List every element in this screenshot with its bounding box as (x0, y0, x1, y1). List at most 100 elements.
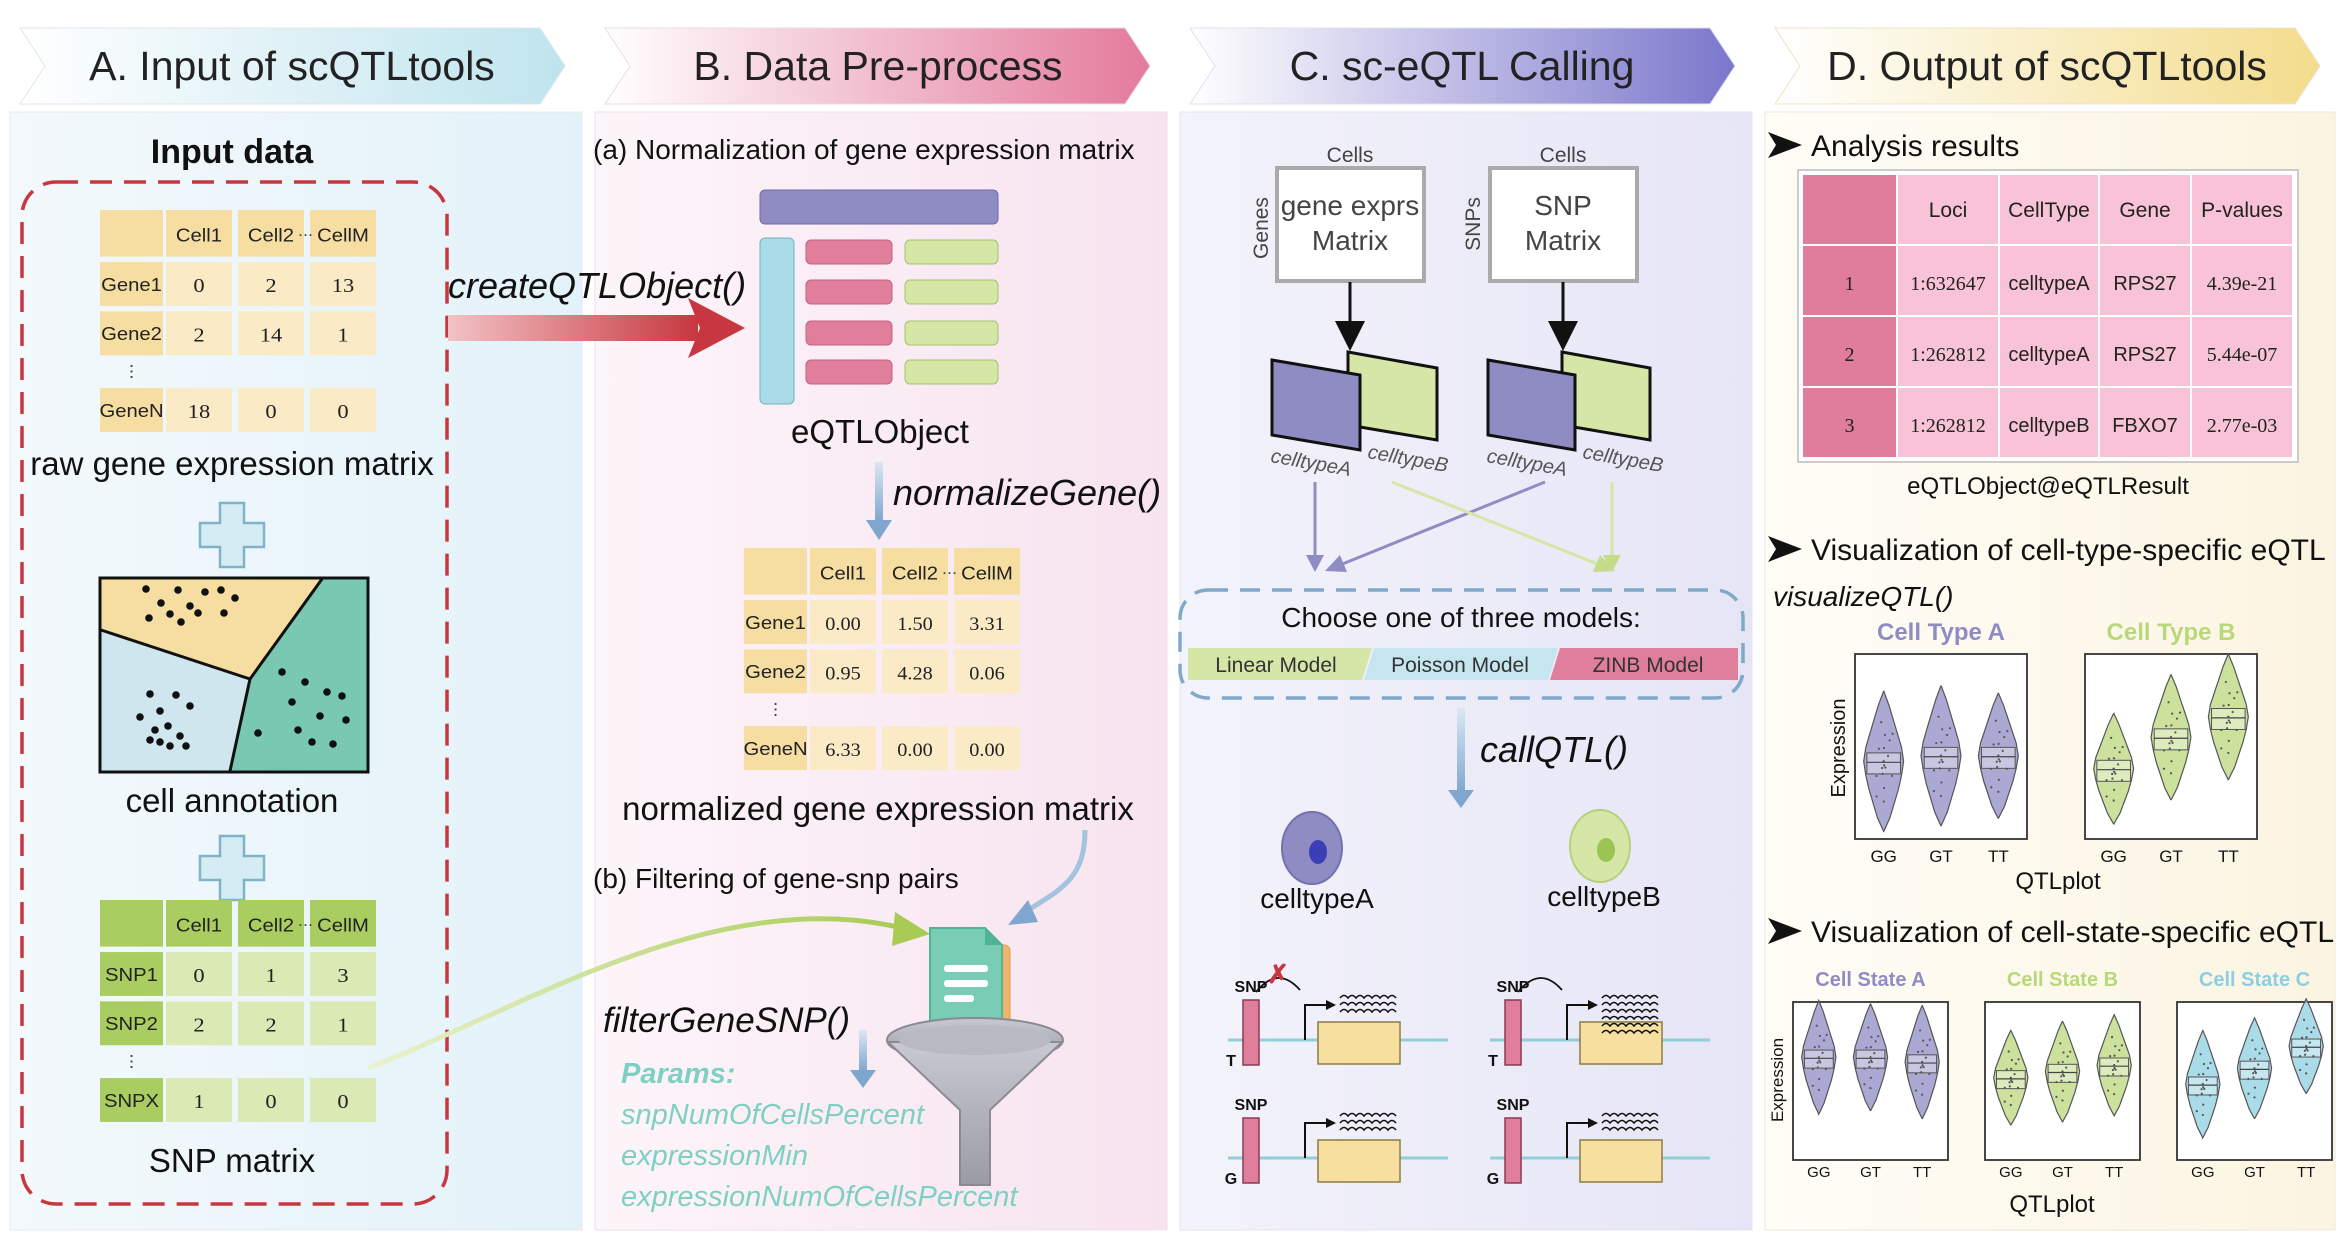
param-1: snpNumOfCellsPercent (621, 1099, 926, 1131)
allele-text: T (1488, 1053, 1498, 1070)
matrix-corner (100, 210, 163, 257)
matrix-value: 1.50 (897, 615, 932, 635)
violin-point (2305, 1063, 2308, 1066)
matrix-value: 1 (193, 1090, 204, 1113)
table-cell (2000, 317, 2098, 386)
cell-dot (142, 585, 150, 593)
matrix-value: 0 (265, 400, 276, 423)
celltype-a-cell-label: celltypeA (1260, 883, 1374, 914)
matrix-value: 3 (337, 964, 348, 987)
group-label: GG (1999, 1164, 2022, 1181)
cell-dot (278, 668, 286, 676)
cell-dot (151, 726, 159, 734)
violin-point (2175, 717, 2179, 720)
violin-point (2302, 1018, 2306, 1021)
violin-point (2258, 1052, 2261, 1055)
promoter-arrowhead (1588, 1118, 1598, 1128)
snp-text: SNP (1235, 979, 1268, 996)
table-cell (1803, 388, 1896, 457)
group-label: GG (2100, 847, 2126, 866)
results-title: Analysis results (1811, 130, 2019, 163)
table-value: 4.39e-21 (2207, 273, 2278, 295)
violin-point (2227, 703, 2230, 707)
violin-box (1866, 752, 1901, 775)
poisson-model-tag[interactable]: Poisson Model (1364, 648, 1558, 680)
violin-point (1928, 1072, 1931, 1075)
violin-point (2116, 763, 2120, 766)
cell-dot (308, 738, 316, 746)
group-label: TT (2218, 847, 2239, 866)
object-bar-pink (805, 320, 893, 346)
table-value: RPS27 (2113, 273, 2176, 295)
violin-point (2013, 1073, 2016, 1076)
violin-point (1818, 1059, 1821, 1062)
matrix-cell (166, 952, 232, 996)
violin-point (1928, 1038, 1932, 1041)
violin-point (1821, 1051, 1824, 1054)
violin-point (2253, 1057, 2256, 1060)
matrix-cell (310, 1078, 376, 1122)
violin-point (2109, 1055, 2112, 1058)
matrix-header-cell (238, 210, 304, 257)
matrix-value: 18 (188, 400, 210, 423)
violin-point (2113, 1064, 2116, 1067)
table-value: 1:632647 (1910, 273, 1986, 295)
violin-point (1811, 1068, 1814, 1071)
viz-state-title: Visualization of cell-state-specific eQT… (1811, 916, 2334, 949)
matrix-cell (238, 1001, 304, 1046)
table-cell (2100, 317, 2190, 386)
violin-point (2171, 712, 2174, 715)
viz-type-title: Visualization of cell-type-specific eQTL (1811, 534, 2326, 567)
violin-point (1945, 733, 1949, 736)
matrix-cell (810, 600, 876, 644)
table-cell (2192, 317, 2292, 386)
cell-dot (156, 738, 164, 746)
linear-model-tag[interactable]: Linear Model (1188, 648, 1372, 680)
violin-point (2227, 719, 2230, 722)
cell-dot (145, 614, 153, 622)
matrix-cell (310, 1001, 376, 1046)
bullet-arrow-icon (1768, 536, 1802, 562)
matrix-value: 0 (337, 400, 348, 423)
group-label: TT (2105, 1164, 2123, 1181)
violin-point (2251, 1039, 2254, 1042)
violin-point (1997, 778, 2000, 781)
violin-point (2231, 710, 2234, 714)
matrix-corner (744, 548, 807, 595)
violin-point (2233, 697, 2236, 700)
violin-point (2220, 728, 2223, 732)
matrix-row-header (100, 1078, 163, 1122)
table-cell (2100, 246, 2190, 315)
cell-dot (294, 726, 302, 734)
violin-point (1924, 1056, 1928, 1059)
matrix-value: 13 (332, 274, 354, 297)
celltype-b-cell-label: celltypeB (1547, 881, 1661, 912)
model-input-arrows (1306, 480, 1621, 572)
matrix-row-header (100, 1001, 163, 1046)
gene-box-top: Cells (1327, 144, 1374, 167)
violin-point (2113, 1093, 2116, 1096)
matrix-row-name: GeneN (99, 401, 163, 422)
allele-text: G (1487, 1171, 1499, 1188)
violin-point (2252, 1072, 2255, 1075)
violin-point (2113, 788, 2116, 791)
create-object-arrow (448, 298, 745, 358)
cell-dot (156, 707, 164, 715)
violin-point (2305, 1036, 2308, 1039)
violin-box (2153, 728, 2189, 751)
violin-point (1880, 721, 1883, 724)
object-bar-pink (805, 359, 893, 385)
violin-point (2168, 742, 2171, 745)
zinb-model-tag[interactable]: ZINB Model (1550, 648, 1738, 680)
violin-point (2060, 1075, 2063, 1078)
block-cross-icon: ✗ (1267, 959, 1289, 989)
violin-point (1882, 800, 1885, 803)
matrix-cell (310, 311, 376, 356)
cell-dot (201, 588, 209, 596)
violin-point (1917, 1050, 1920, 1053)
violin-point (1870, 1060, 1874, 1064)
mrna-wave (1601, 1015, 1659, 1021)
table-cell (1898, 175, 1998, 244)
